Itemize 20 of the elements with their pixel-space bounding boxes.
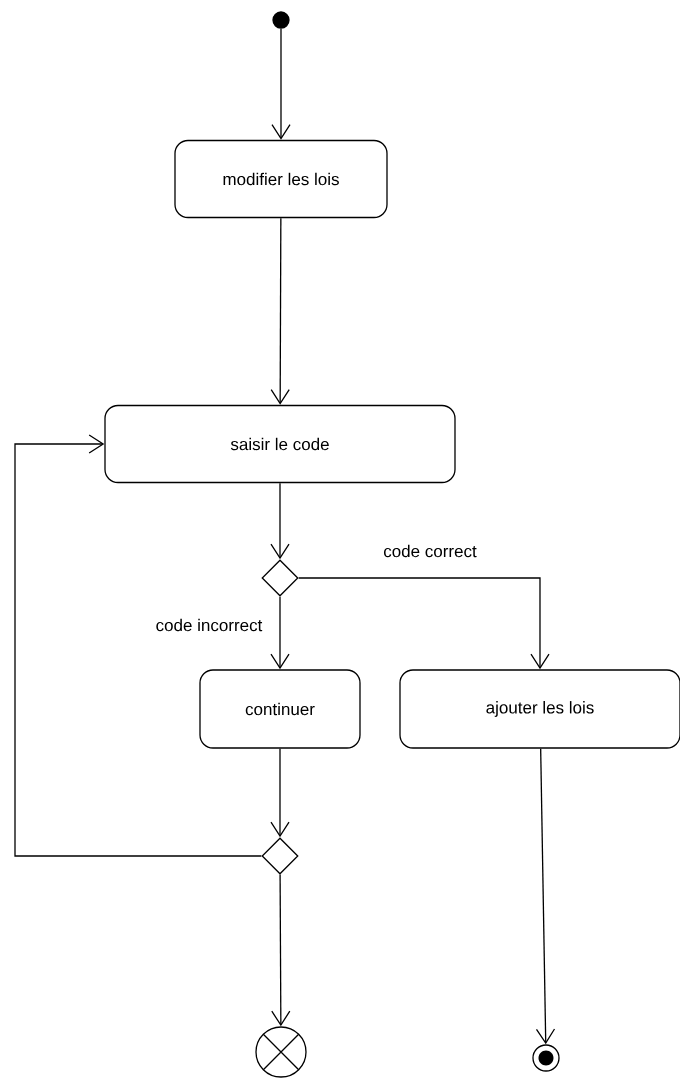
action-box: modifier les lois [174, 139, 388, 219]
decision-diamond [261, 559, 299, 597]
final-node [532, 1044, 560, 1072]
arrow [271, 873, 291, 1027]
arrow [271, 28, 291, 140]
action-box: saisir le code [104, 404, 456, 484]
arrow [270, 217, 290, 405]
arrow [14, 434, 262, 857]
arrow [270, 482, 290, 560]
arrow [270, 596, 290, 670]
action-box: continuer [199, 669, 361, 749]
arrow [270, 748, 290, 838]
initial-node [272, 11, 290, 29]
edge-label: code incorrect [153, 616, 265, 634]
flow-final-node [255, 1026, 307, 1078]
arrow [298, 577, 550, 670]
decision-diamond [261, 837, 299, 875]
arrow [535, 748, 556, 1045]
edge-label: code correct [381, 542, 479, 560]
action-box: ajouter les lois [399, 669, 680, 749]
